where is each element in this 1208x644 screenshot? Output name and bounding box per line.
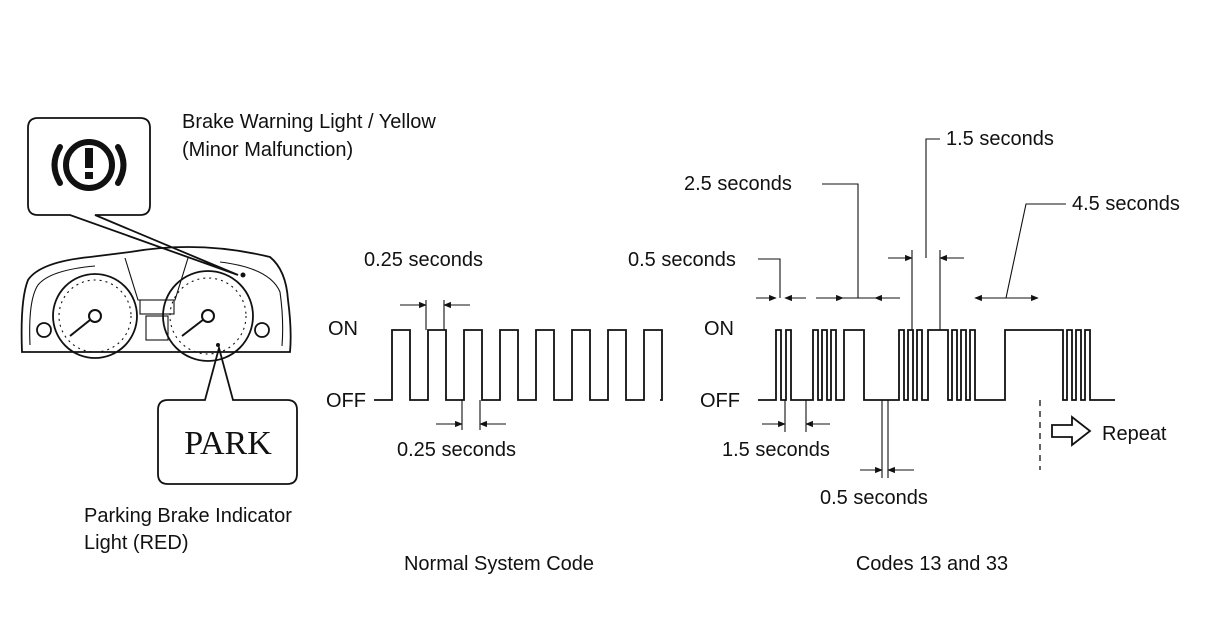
- brake-warning-icon: [51, 139, 127, 191]
- codes-repeat-label: Repeat: [1102, 423, 1167, 445]
- codes-label-2-5: 2.5 seconds: [684, 173, 792, 195]
- codes-on-label: ON: [704, 318, 734, 340]
- park-caption-line1: Parking Brake Indicator: [84, 505, 292, 527]
- normal-code-chart: ON OFF 0.25 seconds 0.25 seconds Normal …: [326, 249, 663, 575]
- codes-leader-2-5: [822, 183, 859, 298]
- warning-light-caption-line2: (Minor Malfunction): [182, 139, 353, 161]
- codes-13-33-chart: ON OFF 1.5 seconds 2.5 seconds 4.5 secon…: [628, 128, 1180, 575]
- instrument-cluster: [20, 246, 292, 362]
- codes-title: Codes 13 and 33: [856, 553, 1008, 575]
- park-caption-line2: Light (RED): [84, 532, 188, 554]
- normal-pulse-on-label: 0.25 seconds: [364, 249, 483, 271]
- codes-leader-4-5: [1005, 203, 1066, 299]
- codes-label-1-5-top: 1.5 seconds: [946, 128, 1054, 150]
- codes-off-label: OFF: [700, 390, 740, 412]
- codes-label-0-5-bottom: 0.5 seconds: [820, 487, 928, 509]
- normal-on-label: ON: [328, 318, 358, 340]
- codes-waveform: [758, 329, 1115, 401]
- repeat-arrow-icon: [1051, 415, 1092, 447]
- warning-light-callout: [27, 117, 239, 276]
- codes-trace: [758, 329, 1115, 401]
- codes-leader-1-5-top: [925, 138, 940, 258]
- park-indicator-callout: [157, 344, 298, 485]
- park-badge-text: PARK: [184, 425, 272, 462]
- normal-pulse-off-label: 0.25 seconds: [397, 439, 516, 461]
- codes-label-1-5-bottom: 1.5 seconds: [722, 439, 830, 461]
- normal-code-waveform: [374, 329, 663, 401]
- normal-off-label: OFF: [326, 390, 366, 412]
- normal-code-title: Normal System Code: [404, 553, 594, 575]
- codes-label-0-5-top: 0.5 seconds: [628, 249, 736, 271]
- codes-leader-0-5-top: [758, 258, 781, 298]
- normal-code-trace: [374, 329, 663, 401]
- warning-light-caption-line1: Brake Warning Light / Yellow: [182, 111, 436, 133]
- codes-label-4-5: 4.5 seconds: [1072, 193, 1180, 215]
